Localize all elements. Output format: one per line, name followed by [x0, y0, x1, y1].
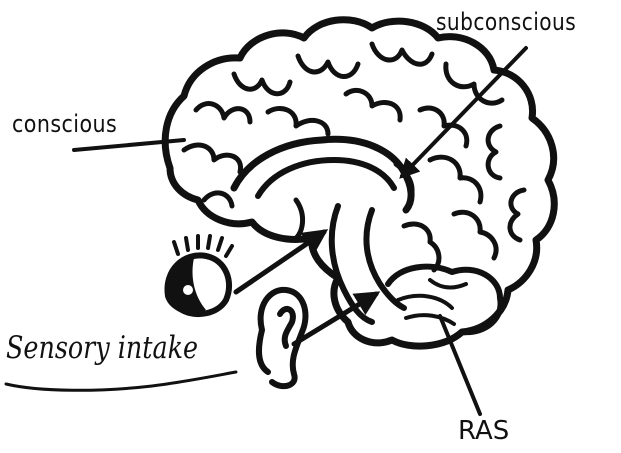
label-conscious: conscious: [12, 112, 117, 136]
ear-icon: [259, 290, 306, 386]
label-sensory-intake: Sensory intake: [6, 333, 198, 364]
label-subconscious: subconscious: [436, 10, 576, 34]
eye-icon: [167, 236, 232, 314]
sensory-underline: [6, 372, 236, 390]
label-ras: RAS: [458, 418, 509, 444]
